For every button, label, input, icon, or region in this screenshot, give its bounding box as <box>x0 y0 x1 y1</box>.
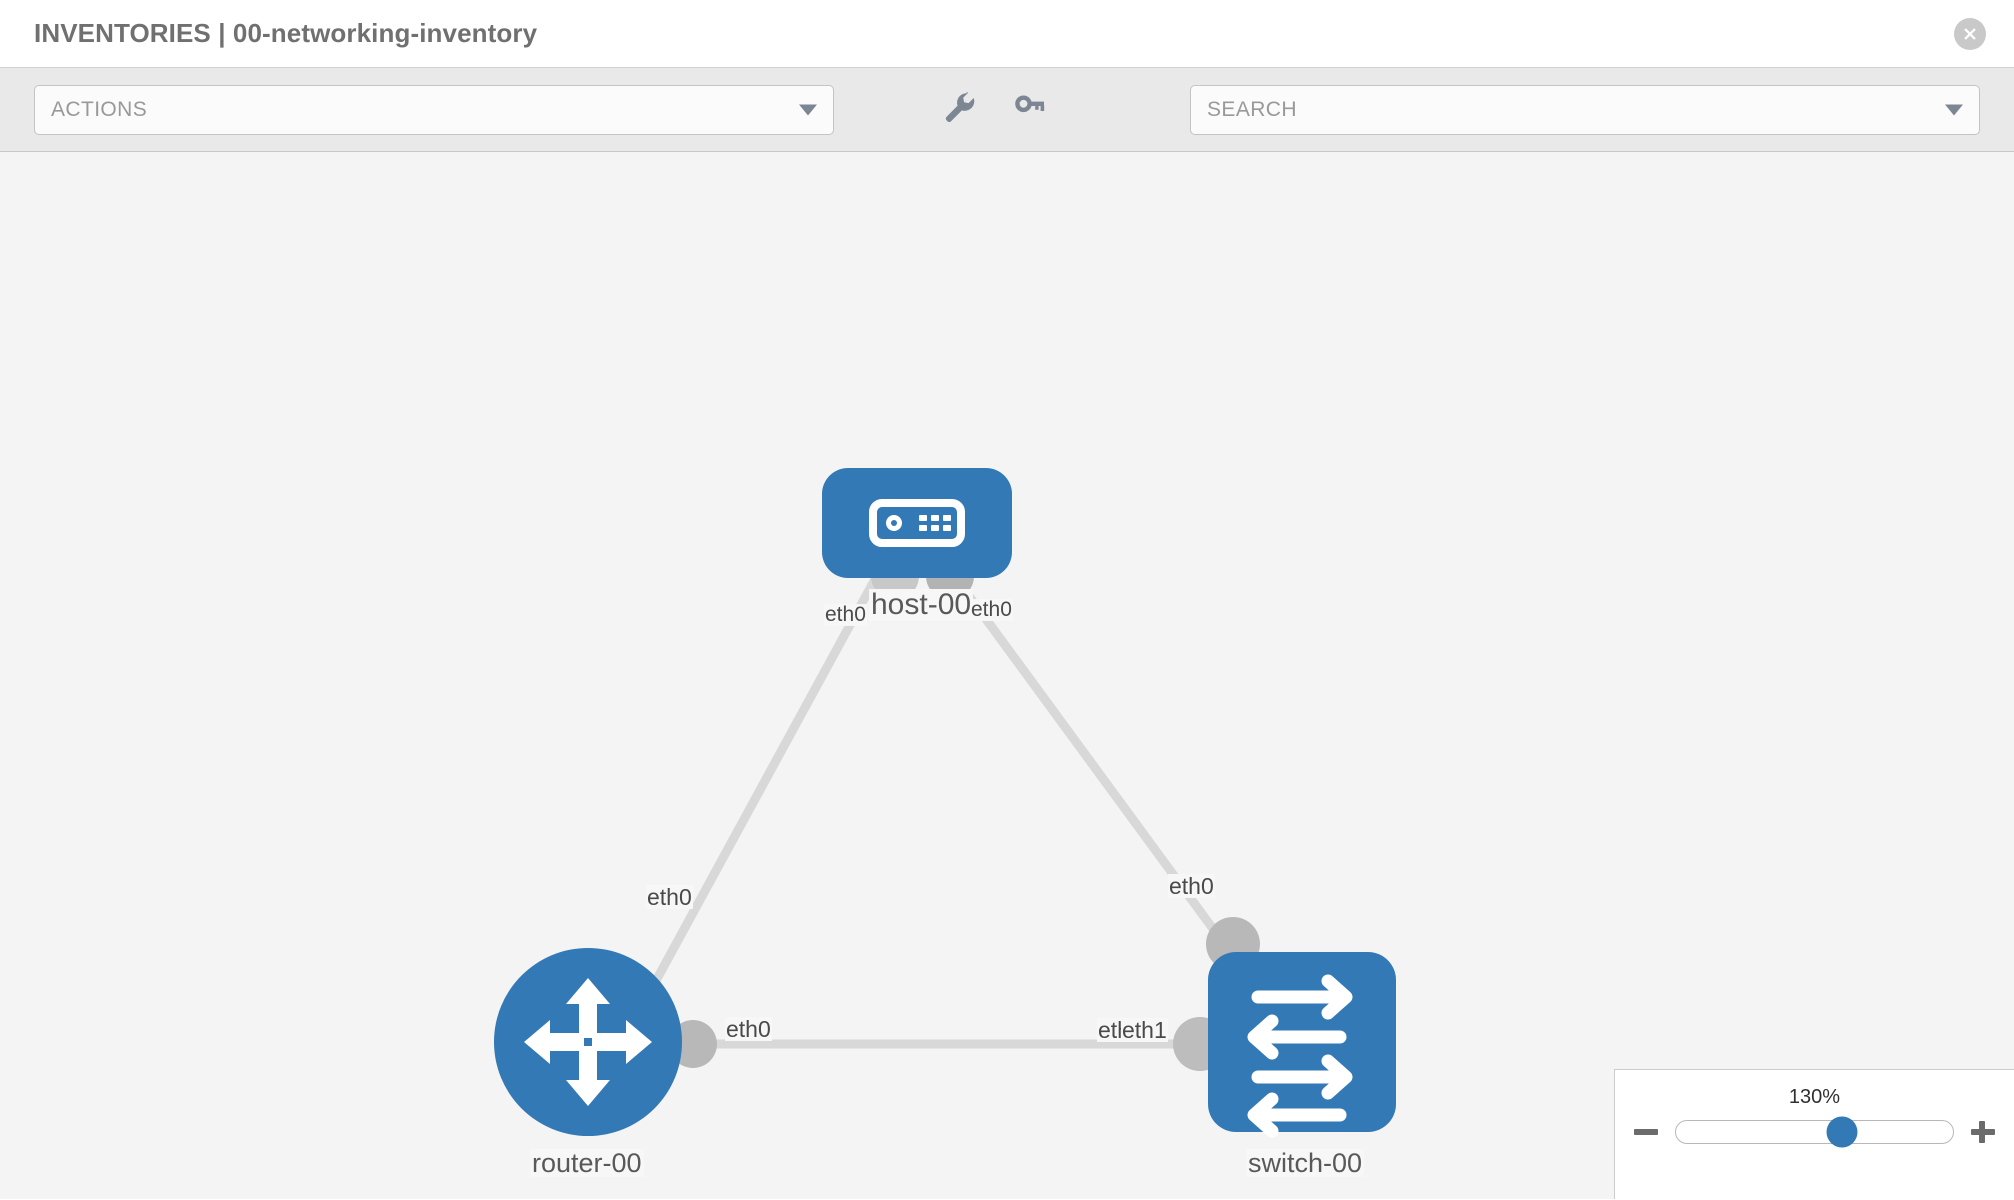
server-icon <box>869 499 965 547</box>
edge-label-router-right-eth0: eth0 <box>725 1016 772 1042</box>
page-header: INVENTORIES | 00-networking-inventory <box>0 0 2014 68</box>
zoom-control-panel: 130% <box>1614 1069 2014 1199</box>
edge-label-host-left-eth0: eth0 <box>824 603 867 627</box>
node-label-host-00: host-00 <box>869 588 974 621</box>
node-label-switch-00: switch-00 <box>1246 1148 1365 1178</box>
close-icon <box>1960 24 1980 44</box>
switch-arrows-icon <box>1247 974 1353 1138</box>
zoom-slider-row <box>1615 1116 2014 1148</box>
actions-dropdown-label: ACTIONS <box>51 97 148 121</box>
toolbar: ACTIONS SEARCH <box>0 68 2014 152</box>
zoom-in-button[interactable] <box>1970 1119 1996 1145</box>
page-title: INVENTORIES | 00-networking-inventory <box>34 18 538 48</box>
edge-host-router[interactable] <box>636 567 884 1013</box>
wrench-icon[interactable] <box>942 90 976 129</box>
edge-label-host-right-eth0: eth0 <box>970 598 1013 622</box>
topology-graph <box>494 468 1396 1138</box>
edge-label-switch-up-eth0: eth0 <box>1168 873 1215 899</box>
zoom-out-button[interactable] <box>1633 1119 1659 1145</box>
router-arrows-icon <box>524 978 652 1106</box>
edge-label-switch-left-eth1: eth1 <box>1121 1017 1168 1043</box>
node-label-router-00: router-00 <box>530 1148 644 1178</box>
close-button[interactable] <box>1954 17 1986 50</box>
actions-dropdown[interactable]: ACTIONS <box>34 84 834 135</box>
node-router-00[interactable] <box>494 948 682 1136</box>
chevron-down-icon <box>799 104 817 115</box>
node-host-00[interactable] <box>822 468 1012 578</box>
chevron-down-icon <box>1945 104 1963 115</box>
search-input[interactable]: SEARCH <box>1207 97 1297 121</box>
key-icon[interactable] <box>1012 90 1046 129</box>
topology-canvas[interactable]: host-00 router-00 switch-00 eth0 eth0 et… <box>0 152 2014 1199</box>
zoom-level-value: 130% <box>1788 1086 1841 1108</box>
toolbar-icon-group <box>942 90 1046 129</box>
node-switch-00[interactable] <box>1208 952 1396 1138</box>
search-dropdown[interactable]: SEARCH <box>1190 84 1980 135</box>
zoom-slider-track[interactable] <box>1675 1116 1954 1148</box>
zoom-slider-thumb[interactable] <box>1826 1116 1858 1148</box>
edge-label-router-up-eth0: eth0 <box>646 884 693 910</box>
